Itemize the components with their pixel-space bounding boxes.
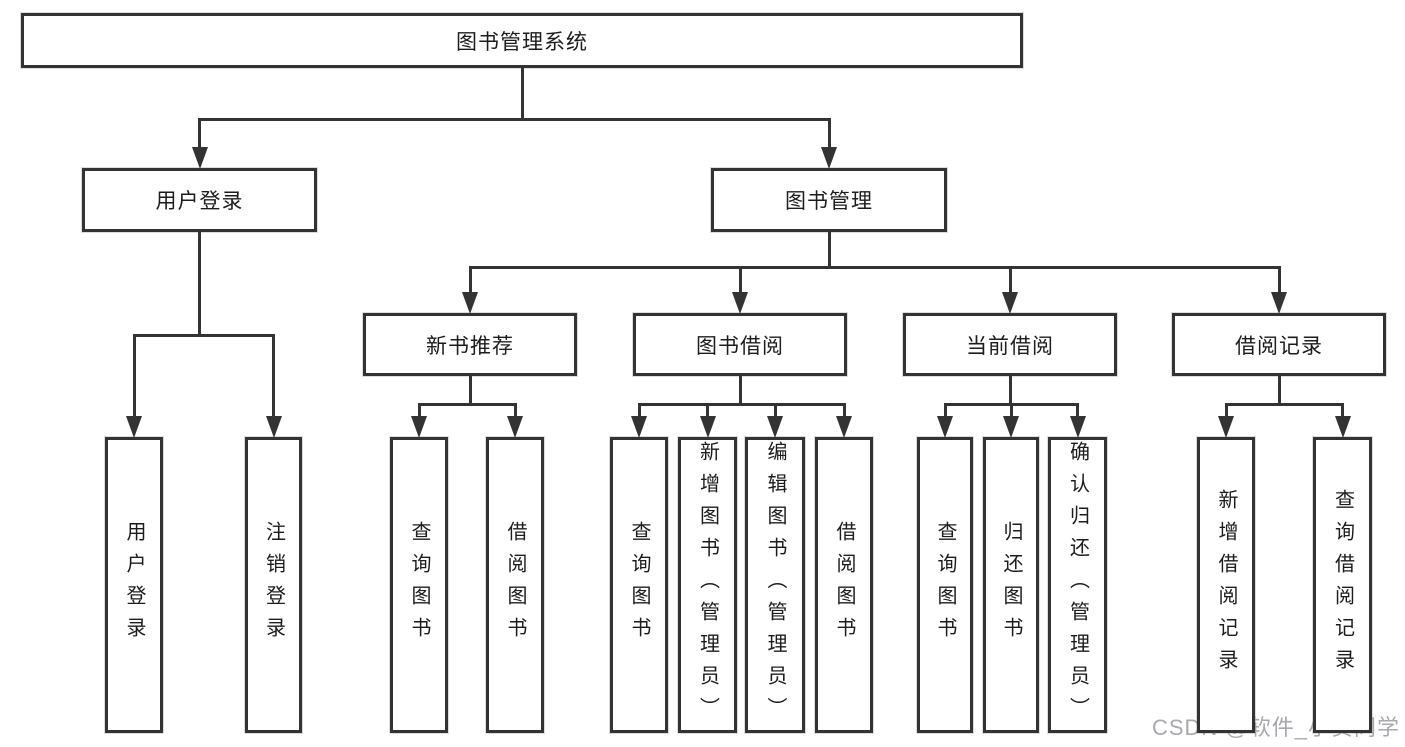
connector-stub-book-borrow <box>738 376 742 406</box>
node-leaf-bb-edit: 编辑图书（管理员） <box>745 437 805 733</box>
node-label-leaf-nbr-query: 查询图书 <box>408 521 430 649</box>
arrow-down-icon <box>1218 416 1234 438</box>
connector-bar-book-borrow <box>637 403 846 406</box>
connector-bar-root <box>198 118 831 121</box>
node-label-user-login: 用户登录 <box>155 190 244 213</box>
connector-drop-leaf-cb-return <box>1009 403 1013 419</box>
arrow-down-icon <box>126 416 142 438</box>
connector-drop-leaf-nbr-borrow <box>513 403 517 419</box>
connector-drop-leaf-bb-borrow <box>842 403 846 419</box>
connector-drop-leaf-br-query <box>1341 403 1344 419</box>
connector-drop-leaf-cb-query <box>943 403 947 419</box>
connector-drop-book-mgmt <box>827 118 831 150</box>
connector-stub-book-mgmt <box>827 232 831 269</box>
connector-drop-leaf-user-login <box>132 334 136 419</box>
arrow-down-icon <box>631 416 647 438</box>
node-label-leaf-bb-borrow: 借阅图书 <box>833 521 855 649</box>
node-borrow-record: 借阅记录 <box>1172 313 1386 376</box>
connector-drop-user-login <box>198 118 201 150</box>
arrow-down-icon <box>411 416 427 438</box>
connector-stub-current-borrow <box>1008 376 1012 406</box>
connector-bar-new-book-rec <box>417 403 517 406</box>
node-leaf-bb-borrow: 借阅图书 <box>815 437 873 733</box>
connector-drop-borrow-record <box>1277 266 1281 295</box>
connector-bar-borrow-record <box>1224 403 1344 406</box>
node-label-root: 图书管理系统 <box>456 30 588 54</box>
arrow-down-icon <box>821 147 837 169</box>
node-label-leaf-bb-add: 新增图书（管理员） <box>696 441 719 729</box>
arrow-down-icon <box>1271 292 1287 314</box>
connector-drop-leaf-logout <box>272 334 275 419</box>
arrow-down-icon <box>699 416 716 438</box>
node-leaf-br-add: 新增借阅记录 <box>1197 437 1255 733</box>
node-leaf-nbr-borrow: 借阅图书 <box>486 437 544 733</box>
connector-drop-leaf-nbr-query <box>417 403 421 419</box>
node-user-login: 用户登录 <box>82 168 317 232</box>
node-leaf-logout: 注销登录 <box>245 437 302 733</box>
node-label-leaf-user-login: 用户登录 <box>123 521 145 649</box>
node-label-leaf-bb-query: 查询图书 <box>628 521 650 649</box>
node-leaf-bb-query: 查询图书 <box>610 437 668 733</box>
node-label-new-book-rec: 新书推荐 <box>426 334 514 358</box>
connector-bar-book-mgmt <box>468 266 1281 269</box>
node-leaf-br-query: 查询借阅记录 <box>1313 437 1372 733</box>
node-label-leaf-cb-confirm: 确认归还（管理员） <box>1066 441 1089 729</box>
connector-stub-root <box>520 68 524 121</box>
node-label-leaf-cb-return: 归还图书 <box>1000 521 1022 649</box>
node-new-book-rec: 新书推荐 <box>363 313 577 376</box>
node-label-leaf-bb-edit: 编辑图书（管理员） <box>764 441 786 729</box>
arrow-down-icon <box>1334 416 1351 438</box>
arrow-down-icon <box>1002 292 1018 314</box>
node-label-leaf-br-add: 新增借阅记录 <box>1215 489 1237 681</box>
connector-drop-leaf-cb-confirm <box>1076 403 1079 419</box>
node-leaf-cb-query: 查询图书 <box>917 437 973 733</box>
connector-stub-new-book-rec <box>468 376 472 406</box>
node-root: 图书管理系统 <box>21 13 1023 68</box>
node-leaf-bb-add: 新增图书（管理员） <box>678 437 737 733</box>
arrow-down-icon <box>732 292 748 314</box>
connector-stub-borrow-record <box>1277 376 1281 406</box>
arrow-down-icon <box>191 147 208 169</box>
connector-drop-leaf-br-add <box>1224 403 1228 419</box>
node-label-leaf-nbr-borrow: 借阅图书 <box>504 521 526 649</box>
node-leaf-nbr-query: 查询图书 <box>390 437 448 733</box>
connector-stub-user-login <box>198 232 201 337</box>
arrow-down-icon <box>1003 416 1019 438</box>
arrow-down-icon <box>937 416 953 438</box>
connector-drop-new-book-rec <box>468 266 472 295</box>
node-book-mgmt: 图书管理 <box>711 168 947 232</box>
connector-drop-leaf-bb-query <box>637 403 641 419</box>
node-label-current-borrow: 当前借阅 <box>966 334 1054 358</box>
arrow-down-icon <box>462 292 478 314</box>
node-label-leaf-br-query: 查询借阅记录 <box>1331 489 1354 681</box>
node-label-leaf-logout: 注销登录 <box>262 521 285 649</box>
node-leaf-cb-confirm: 确认归还（管理员） <box>1048 437 1107 733</box>
connector-drop-leaf-bb-add <box>706 403 709 419</box>
connector-drop-book-borrow <box>738 266 742 295</box>
node-label-leaf-cb-query: 查询图书 <box>934 521 956 649</box>
arrow-down-icon <box>507 416 523 438</box>
arrow-down-icon <box>1069 416 1086 438</box>
arrow-down-icon <box>767 416 783 438</box>
node-leaf-cb-return: 归还图书 <box>983 437 1039 733</box>
node-label-borrow-record: 借阅记录 <box>1235 334 1323 358</box>
arrow-down-icon <box>265 416 282 438</box>
connector-drop-leaf-bb-edit <box>773 403 777 419</box>
connector-bar-user-login <box>132 334 275 337</box>
node-label-book-mgmt: 图书管理 <box>785 190 873 213</box>
connector-drop-current-borrow <box>1008 266 1012 295</box>
node-current-borrow: 当前借阅 <box>903 313 1117 376</box>
node-book-borrow: 图书借阅 <box>633 313 847 376</box>
node-leaf-user-login: 用户登录 <box>105 437 163 733</box>
node-label-book-borrow: 图书借阅 <box>696 334 784 358</box>
arrow-down-icon <box>836 416 852 438</box>
